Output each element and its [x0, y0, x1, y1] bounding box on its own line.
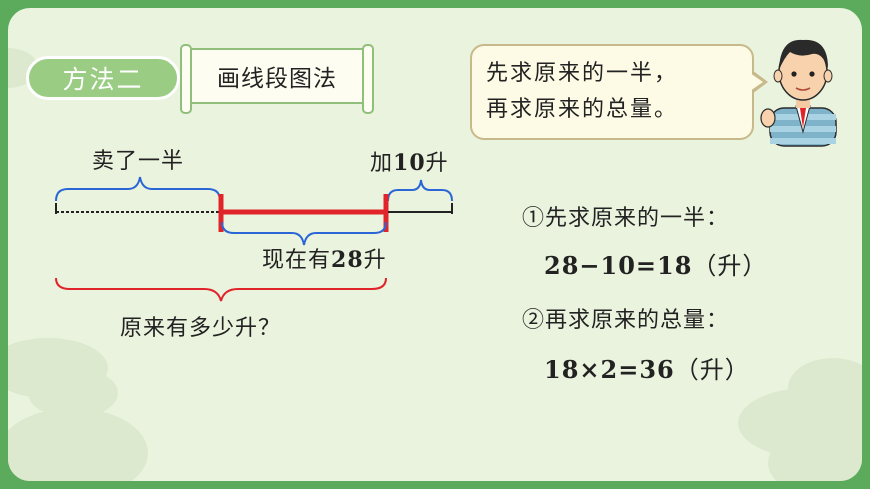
- add-unit: 升: [425, 151, 449, 176]
- sold-half-label: 卖了一半: [92, 149, 185, 174]
- cloud-decoration: [788, 358, 862, 418]
- add-amount: 10: [393, 150, 426, 176]
- step-1-equation: 28−10=18: [544, 251, 693, 280]
- boy-character-icon: [760, 39, 837, 147]
- now-prefix: 现在有: [262, 248, 332, 273]
- add-ten-brace: [387, 179, 453, 202]
- step-2-equation-line: 18×2=36（升）: [544, 350, 750, 385]
- step-2-title: ②再求原来的总量：: [522, 308, 730, 333]
- add-label: 加10升: [370, 145, 449, 177]
- sold-half-brace: [55, 176, 221, 202]
- original-question-label: 原来有多少升？: [120, 316, 282, 341]
- cloud-decoration: [8, 408, 148, 481]
- method-title-scroll: 画线段图法: [180, 44, 374, 114]
- now-unit: 升: [363, 248, 387, 273]
- add-prefix: 加: [370, 151, 394, 176]
- speech-line-2: 再求原来的总量。: [486, 97, 679, 122]
- step-1-unit: （升）: [692, 252, 768, 280]
- step-1-title: ①先求原来的一半：: [522, 206, 730, 231]
- speech-bubble: 先求原来的一半， 再求原来的总量。: [470, 44, 754, 140]
- method-badge: 方法二: [26, 56, 180, 100]
- step-2-equation: 18×2=36: [544, 355, 675, 384]
- speech-bubble-tail-inner: [750, 73, 763, 91]
- now-label: 现在有28升: [262, 242, 387, 274]
- original-total-brace: [55, 277, 387, 302]
- speech-line-1: 先求原来的一半，: [486, 61, 679, 86]
- now-amount: 28: [331, 247, 364, 273]
- step-2-unit: （升）: [674, 356, 750, 384]
- step-1-equation-line: 28−10=18（升）: [544, 246, 767, 281]
- now-amount-brace: [221, 221, 387, 246]
